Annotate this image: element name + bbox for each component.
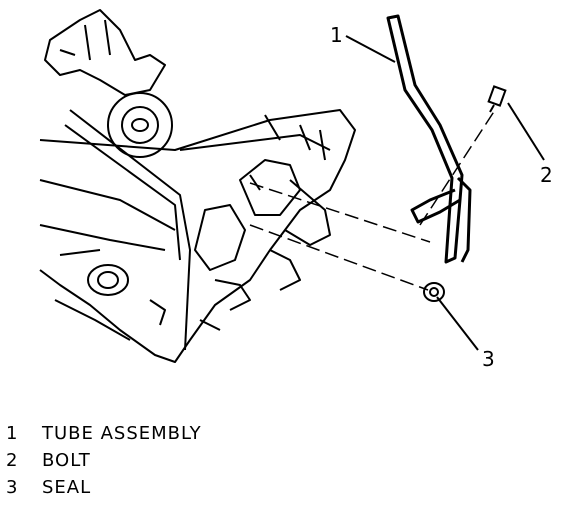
bolt-illustration (487, 85, 507, 113)
legend-item: 3 SEAL (6, 474, 202, 501)
legend-number: 2 (6, 450, 19, 471)
tube-assembly-illustration (386, 14, 472, 264)
callout-1: 1 (330, 23, 343, 47)
seal-illustration (423, 282, 445, 302)
legend-number: 3 (6, 477, 19, 498)
legend-item: 1 TUBE ASSEMBLY (6, 420, 202, 447)
callout-2: 2 (540, 163, 553, 187)
engine-block-illustration (39, 9, 356, 363)
legend-label: TUBE ASSEMBLY (42, 423, 202, 444)
exploded-parts-diagram: 1 2 3 (39, 9, 553, 371)
alignment-lines (249, 109, 496, 291)
legend-item: 2 BOLT (6, 447, 202, 474)
leader-lines (345, 35, 545, 351)
legend-label: BOLT (42, 450, 91, 471)
parts-legend: 1 TUBE ASSEMBLY 2 BOLT 3 SEAL (6, 420, 202, 501)
callout-3: 3 (482, 347, 495, 371)
legend-number: 1 (6, 423, 19, 444)
legend-label: SEAL (42, 477, 92, 498)
